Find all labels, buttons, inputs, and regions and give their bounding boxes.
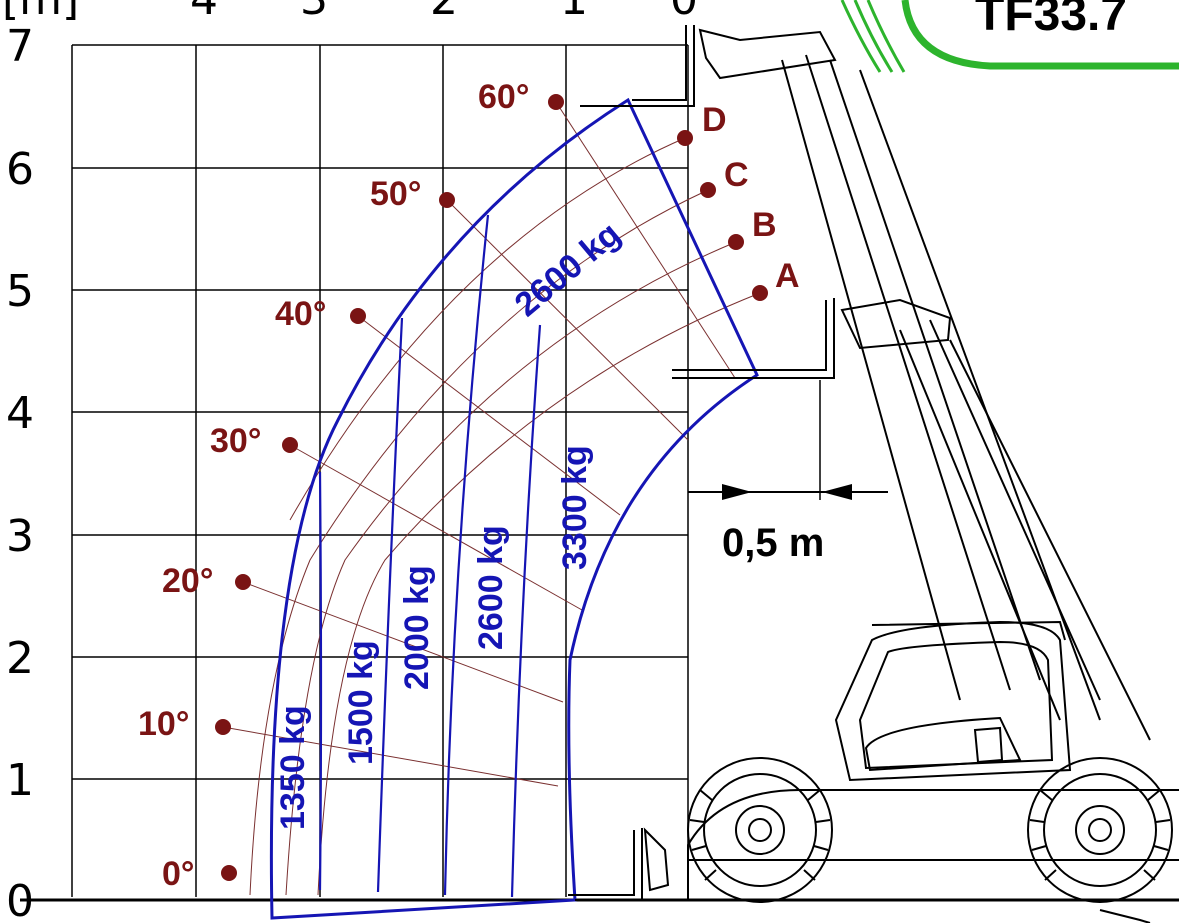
angle-dot: [350, 308, 366, 324]
position-label: D: [702, 101, 727, 139]
load-zone-envelope: [269, 97, 759, 920]
load-zone-label: 3300 kg: [556, 445, 594, 570]
position-dot: [728, 234, 744, 250]
height-tick-label: 0: [6, 876, 34, 923]
angle-dot: [548, 94, 564, 110]
angle-markers: 0° 10° 20° 30° 40° 50° 60°: [138, 78, 564, 893]
model-label: TF33.7: [975, 0, 1127, 41]
height-tick-label: 2: [6, 633, 34, 684]
height-axis: 0 1 2 3 4 5 6 7: [6, 21, 34, 923]
angle-label: 0°: [162, 855, 195, 893]
position-dot: [752, 285, 768, 301]
angle-label: 50°: [370, 175, 421, 213]
fork-carriage-icon: [568, 25, 952, 901]
height-tick-label: 7: [6, 21, 34, 72]
load-zone-label: 2000 kg: [398, 565, 436, 690]
height-tick-label: 1: [6, 755, 34, 806]
dimension-label: 0,5 m: [722, 521, 824, 565]
angle-dot: [282, 437, 298, 453]
height-tick-label: 6: [6, 144, 34, 195]
position-dot: [700, 182, 716, 198]
position-label: B: [752, 206, 777, 244]
grid: [71, 44, 689, 897]
top-tick: 1: [560, 0, 588, 25]
position-markers: A B C D: [677, 101, 800, 301]
angle-dot: [439, 192, 455, 208]
height-tick-label: 5: [6, 266, 34, 317]
angle-label: 20°: [162, 562, 213, 600]
arrow-left-icon: [822, 484, 852, 500]
load-zone-label: 1350 kg: [274, 705, 312, 830]
load-zone-label: 2600 kg: [472, 525, 510, 650]
top-axis: [m] 4 3 2 1 0: [2, 0, 698, 25]
position-label: C: [724, 156, 749, 194]
top-tick: 4: [190, 0, 218, 25]
angle-label: 30°: [210, 422, 261, 460]
load-zone-label: 1500 kg: [342, 640, 380, 765]
guide-lines: [222, 101, 761, 896]
load-zone-label: 2600 kg: [508, 215, 628, 324]
telehandler-machine-icon: [687, 54, 1179, 923]
angle-dot: [221, 865, 237, 881]
top-tick: 3: [300, 0, 328, 25]
load-center-dimension: 0,5 m: [688, 380, 888, 565]
angle-label: 60°: [478, 78, 529, 116]
top-tick-unit: [m]: [2, 0, 79, 25]
angle-label: 40°: [275, 295, 326, 333]
zone-dividers: [318, 214, 542, 898]
top-tick: 2: [430, 0, 458, 25]
top-tick: 0: [670, 0, 698, 25]
angle-dot: [215, 719, 231, 735]
angle-label: 10°: [138, 705, 189, 743]
arrow-right-icon: [722, 484, 752, 500]
height-tick-label: 3: [6, 511, 34, 562]
position-dot: [677, 130, 693, 146]
height-tick-label: 4: [6, 388, 34, 439]
angle-dot: [235, 574, 251, 590]
brand-corner: TF33.7: [840, 0, 1179, 73]
position-label: A: [775, 257, 800, 295]
